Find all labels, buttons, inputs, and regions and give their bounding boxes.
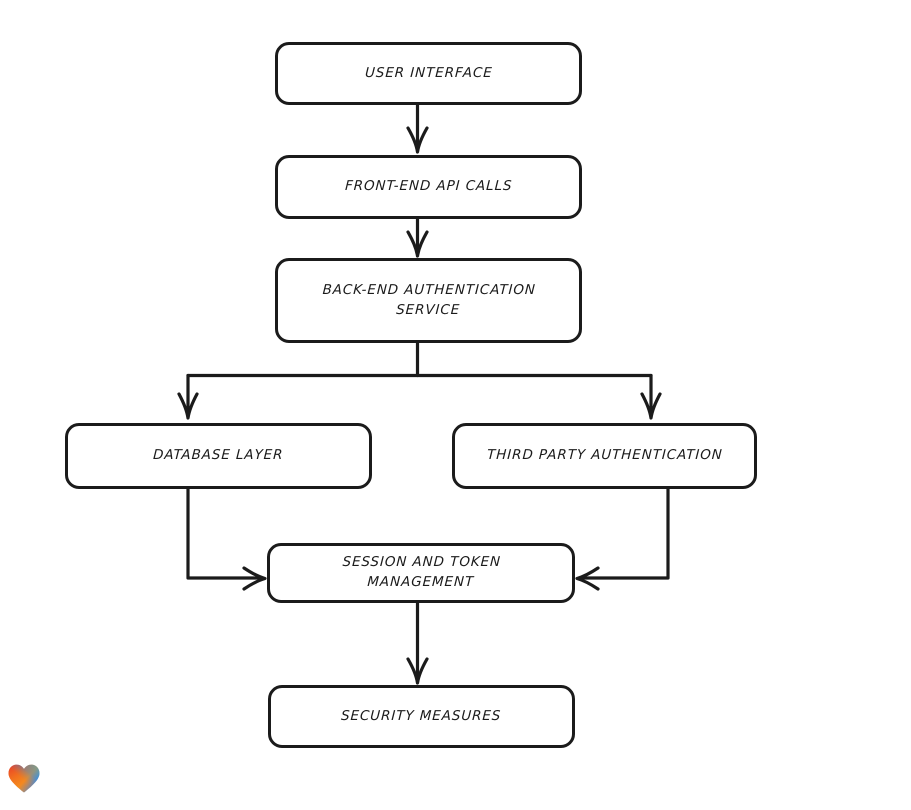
node-label-backend-auth-service: Back-End Authentication Service bbox=[321, 281, 537, 318]
heart-icon[interactable] bbox=[7, 762, 41, 794]
edge-frontend-to-backend bbox=[406, 217, 429, 258]
edge-session-to-security bbox=[406, 601, 429, 685]
node-user-interface[interactable]: User Interface bbox=[275, 42, 582, 105]
edge-thirdparty-to-session bbox=[575, 487, 670, 591]
node-label-frontend-api-calls: Front-End API Calls bbox=[344, 178, 513, 195]
node-label-database-layer: Database Layer bbox=[152, 447, 285, 464]
node-third-party-auth[interactable]: Third Party Authentication bbox=[452, 423, 757, 489]
node-label-user-interface: User Interface bbox=[364, 64, 493, 81]
edge-ui-to-frontend bbox=[406, 103, 429, 154]
node-backend-auth-service[interactable]: Back-End Authentication Service bbox=[275, 258, 582, 343]
edge-backend-to-database bbox=[177, 373, 199, 420]
node-frontend-api-calls[interactable]: Front-End API Calls bbox=[275, 155, 582, 219]
node-database-layer[interactable]: Database Layer bbox=[65, 423, 372, 489]
edge-backend-branch-bus bbox=[186, 341, 653, 378]
node-security-measures[interactable]: Security Measures bbox=[268, 685, 575, 748]
node-label-session-token-mgmt: Session and Token Management bbox=[341, 554, 502, 590]
node-label-security-measures: Security Measures bbox=[341, 707, 503, 724]
edge-backend-to-thirdparty bbox=[640, 373, 662, 420]
edge-database-to-session bbox=[186, 487, 267, 591]
node-label-third-party-auth: Third Party Authentication bbox=[486, 447, 723, 464]
node-session-token-mgmt[interactable]: Session and Token Management bbox=[267, 543, 575, 603]
